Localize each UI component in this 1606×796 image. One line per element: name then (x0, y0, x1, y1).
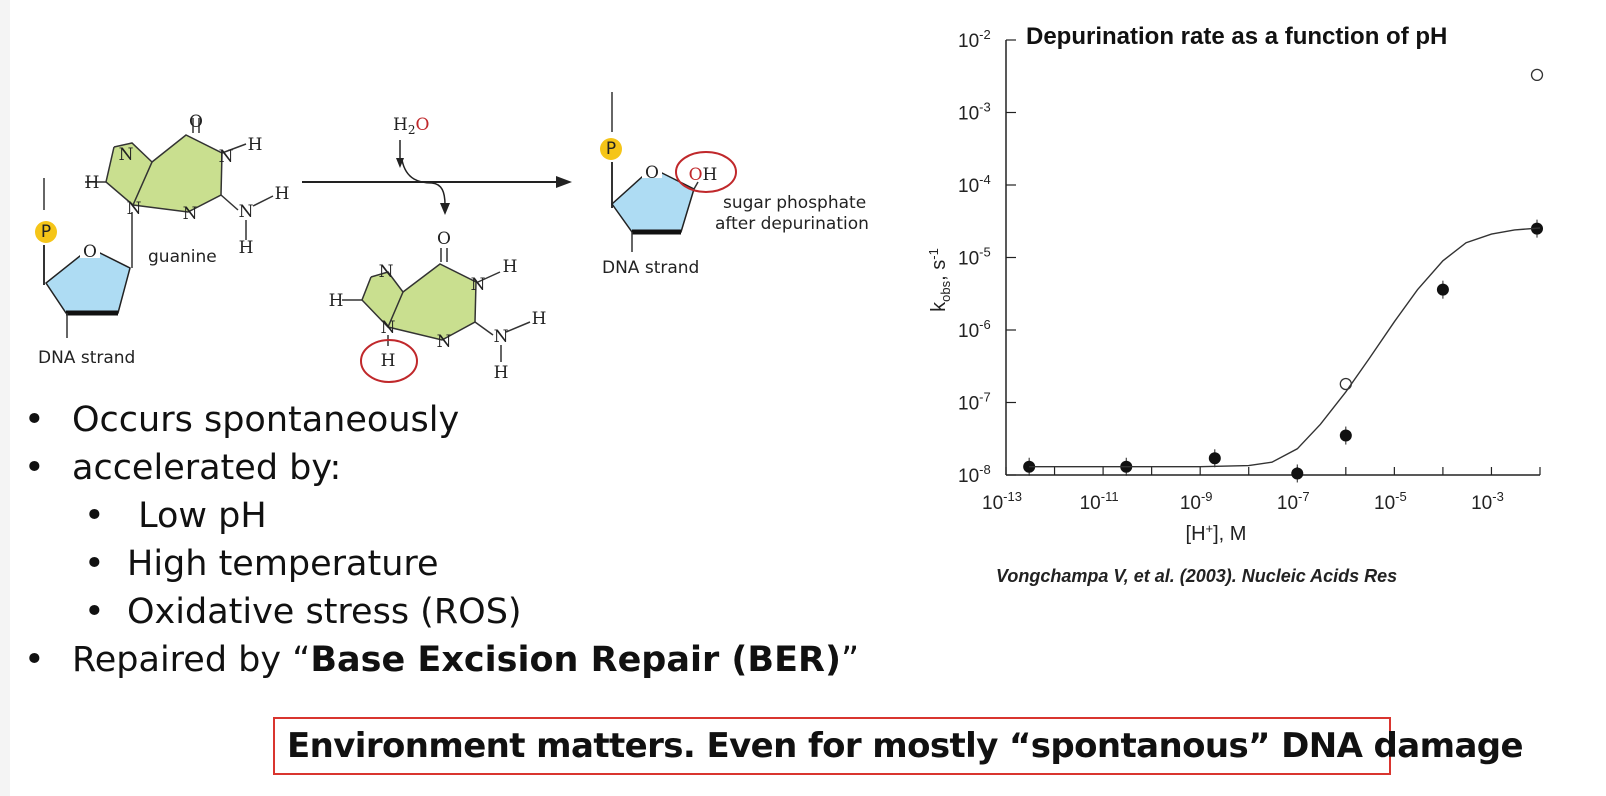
x-axis-label: [H+], M (1186, 521, 1247, 545)
water-reagent: H2O (393, 115, 429, 137)
reaction-arrow: H2O (302, 115, 572, 215)
svg-text:O: O (645, 163, 659, 183)
svg-text:H: H (532, 309, 547, 329)
new-hydrogen-highlight (360, 339, 418, 383)
takeaway-box: Environment matters. Even for mostly “sp… (273, 717, 1524, 775)
sub-bullet-item: •Oxidative stress (ROS) (84, 592, 522, 632)
svg-text:H: H (275, 184, 290, 204)
chart-marks (1023, 68, 1544, 483)
svg-text:H: H (248, 135, 263, 155)
guanine-label: guanine (148, 247, 217, 267)
released-guanine: O N H N N N H N H H H (329, 229, 547, 383)
data-point (1339, 429, 1352, 442)
reactant-dna-strand-label: DNA strand (38, 348, 135, 368)
product-phosphate-label: P (606, 139, 616, 159)
data-point (1208, 452, 1221, 465)
y-tick-label: 10-4 (958, 172, 991, 197)
after-depurination-label: after depurination (715, 214, 869, 234)
depurination-rate-chart: Depurination rate as a function of pH 10… (926, 23, 1544, 545)
svg-text:H: H (329, 291, 344, 311)
y-tick-label: 10-8 (958, 462, 991, 487)
svg-text:N: N (494, 327, 509, 347)
svg-text:N: N (471, 275, 486, 295)
hydroxyl-group: OH (689, 165, 718, 185)
phosphate-icon (600, 138, 622, 160)
data-point (1023, 460, 1036, 473)
x-tick-label: 10-9 (1180, 489, 1213, 514)
svg-text:N: N (119, 145, 134, 165)
depurination-diagram: P O O N (35, 92, 869, 383)
svg-text:N: N (219, 147, 234, 167)
y-tick-label: 10-7 (958, 390, 991, 415)
bullet-item: •Repaired by “Base Excision Repair (BER)… (24, 640, 860, 680)
y-tick-label: 10-2 (958, 27, 991, 52)
y-tick-label: 10-3 (958, 100, 991, 125)
svg-text:H: H (503, 257, 518, 277)
x-tick-label: 10-13 (982, 489, 1022, 514)
hydroxyl-highlight (675, 151, 737, 193)
svg-text:O: O (83, 242, 97, 262)
svg-text:H: H (381, 351, 396, 371)
open-data-point (1339, 377, 1352, 391)
svg-text:H: H (239, 238, 254, 258)
svg-text:H: H (85, 173, 100, 193)
chart-axes (1005, 40, 1540, 476)
guanine-base: O N H N N N H N H H (85, 112, 290, 258)
y-tick-label: 10-5 (958, 245, 991, 270)
open-data-point (1530, 68, 1544, 82)
svg-text:N: N (239, 202, 254, 222)
fit-curve (1029, 227, 1541, 468)
phosphate-label: P (41, 222, 51, 242)
svg-text:N: N (379, 262, 394, 282)
citation: Vongchampa V, et al. (2003). Nucleic Aci… (996, 566, 1398, 586)
phosphate-icon (35, 221, 57, 243)
sub-bullet-item: • Low pH (84, 496, 267, 536)
svg-text:N: N (183, 204, 198, 224)
y-axis-label: kobs, s-1 (926, 248, 953, 312)
x-tick-label: 10-7 (1277, 489, 1310, 514)
x-tick-label: 10-11 (1080, 489, 1119, 514)
data-point (1291, 467, 1304, 480)
svg-text:O: O (437, 229, 451, 249)
x-tick-label: 10-5 (1374, 489, 1407, 514)
svg-text:N: N (127, 199, 142, 219)
sugar-phosphate-label: sugar phosphate (723, 193, 866, 213)
y-tick-label: 10-6 (958, 317, 991, 342)
product-dna-strand-label: DNA strand (602, 258, 699, 278)
bullet-item: •accelerated by: (24, 448, 342, 488)
sub-bullet-item: •High temperature (84, 544, 439, 584)
bullet-list: •Occurs spontaneously •accelerated by: •… (24, 396, 859, 684)
abasic-site: P O OH sugar phosphate after depurinatio… (600, 92, 869, 278)
x-tick-label: 10-3 (1471, 489, 1504, 514)
bullet-item: •Occurs spontaneously (24, 400, 460, 440)
data-point (1436, 283, 1449, 296)
chart-ticks: 10-13 10-11 10-9 10-7 10-5 10-3 10-2 10-3 10-4 10… (958, 27, 1541, 514)
chart-title: Depurination rate as a function of pH (1026, 23, 1447, 50)
reactant-nucleotide: P O O N (35, 112, 289, 368)
svg-text:N: N (437, 332, 452, 352)
svg-text:H: H (494, 363, 509, 383)
slide: P O O N (10, 0, 1606, 796)
svg-text:O: O (189, 112, 203, 132)
svg-text:N: N (381, 318, 396, 338)
